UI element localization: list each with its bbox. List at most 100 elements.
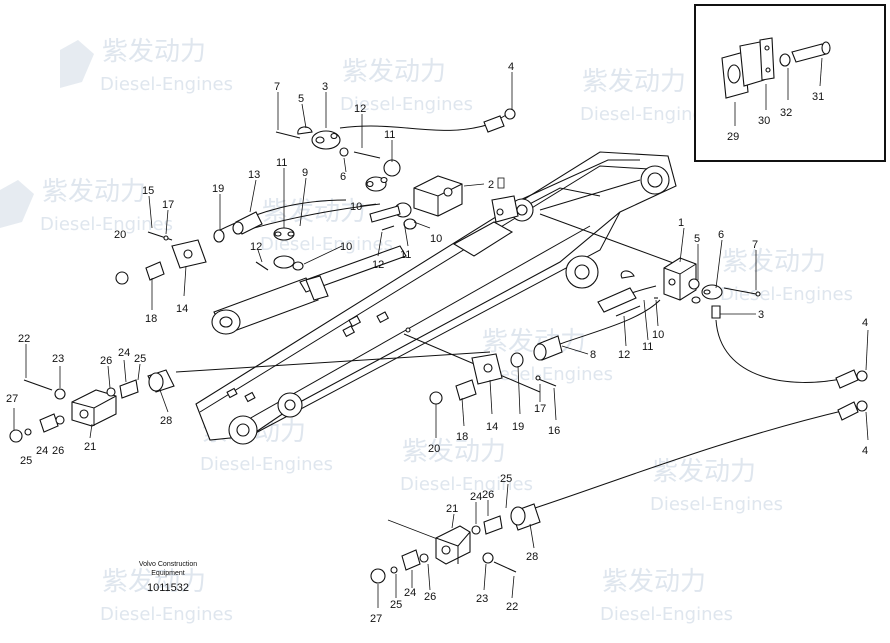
callout-25: 25: [134, 353, 146, 365]
callout-numbers: 4 7 5 3 12 11 6 2 13 11 9 19 15 17 20 10…: [6, 61, 868, 625]
caption-line-2: Equipment: [151, 570, 185, 577]
callout-23: 23: [52, 353, 64, 365]
callout-25: 25: [20, 455, 32, 467]
callout-4: 4: [508, 61, 514, 73]
watermark-en: Diesel-Engines: [200, 454, 333, 475]
watermark-en: Diesel-Engines: [100, 604, 233, 625]
callout-20: 20: [428, 443, 440, 455]
watermark-en: Diesel-Engines: [340, 94, 473, 115]
callout-6: 6: [340, 171, 346, 183]
callout-10: 10: [340, 241, 352, 253]
fittings: [9, 108, 868, 584]
callout-14: 14: [176, 303, 188, 315]
callout-31: 31: [812, 91, 824, 103]
callout-10: 10: [350, 201, 362, 213]
callout-3: 3: [758, 309, 764, 321]
callout-5: 5: [694, 233, 700, 245]
callout-26: 26: [52, 445, 64, 457]
callout-28: 28: [526, 551, 538, 563]
watermark-en: Diesel-Engines: [100, 74, 233, 95]
detail-inset: [694, 4, 886, 162]
callout-18: 18: [145, 313, 157, 325]
callout-12: 12: [618, 349, 630, 361]
watermark-cn: 紫发动力: [102, 37, 206, 67]
callout-1: 1: [678, 217, 684, 229]
callout-10: 10: [430, 233, 442, 245]
leader-lines: [13, 72, 869, 608]
callout-5: 5: [298, 93, 304, 105]
callout-15: 15: [142, 185, 154, 197]
callout-4: 4: [862, 445, 868, 457]
watermark-cn: 紫发动力: [102, 567, 206, 597]
callout-10: 10: [652, 329, 664, 341]
callout-12: 12: [354, 103, 366, 115]
callout-11: 11: [642, 341, 653, 353]
callout-11: 11: [400, 249, 411, 261]
callout-26: 26: [100, 355, 112, 367]
callout-19: 19: [212, 183, 224, 195]
watermark-en: Diesel-Engines: [720, 284, 853, 305]
callout-19: 19: [512, 421, 524, 433]
watermark-en: Diesel-Engines: [580, 104, 713, 125]
watermark-cn: 紫发动力: [602, 567, 706, 597]
callout-16: 16: [548, 425, 560, 437]
callout-3: 3: [322, 81, 328, 93]
document-number: 1011532: [147, 582, 189, 594]
watermark-cn: 紫发动力: [42, 177, 146, 207]
callout-26: 26: [482, 489, 494, 501]
hydraulic-cylinder: [211, 245, 407, 335]
callout-26: 26: [424, 591, 436, 603]
callout-8: 8: [590, 349, 596, 361]
callout-21: 21: [84, 441, 96, 453]
callout-25: 25: [390, 599, 402, 611]
figure-caption: Volvo Construction Equipment 1011532: [139, 561, 197, 594]
watermark-cn: 紫发动力: [722, 247, 826, 277]
hose-lines: [175, 113, 847, 541]
callout-18: 18: [456, 431, 468, 443]
callout-2: 2: [488, 179, 494, 191]
boom-arm: [195, 151, 677, 445]
watermark-cn: 紫发动力: [582, 67, 686, 97]
callout-7: 7: [752, 239, 758, 251]
watermark-en: Diesel-Engines: [260, 234, 393, 255]
callout-22: 22: [18, 333, 30, 345]
watermark-en: Diesel-Engines: [480, 364, 613, 385]
callout-12: 12: [372, 259, 384, 271]
watermark-en: Diesel-Engines: [650, 494, 783, 515]
callout-24: 24: [404, 587, 416, 599]
callout-21: 21: [446, 503, 458, 515]
callout-28: 28: [160, 415, 172, 427]
watermark-cn: 紫发动力: [402, 437, 506, 467]
callout-25: 25: [500, 473, 512, 485]
callout-29: 29: [727, 131, 739, 143]
callout-9: 9: [302, 167, 308, 179]
callout-27: 27: [370, 613, 382, 625]
callout-32: 32: [780, 107, 792, 119]
caption-line-1: Volvo Construction: [139, 561, 197, 568]
callout-24: 24: [36, 445, 48, 457]
callout-20: 20: [114, 229, 126, 241]
watermark-cn: 紫发动力: [342, 57, 446, 87]
callout-17: 17: [162, 199, 174, 211]
watermark-layer: 紫发动力 Diesel-Engines 紫发动力 Diesel-Engines …: [0, 37, 853, 625]
watermark-en: Diesel-Engines: [400, 474, 533, 495]
callout-6: 6: [718, 229, 724, 241]
callout-23: 23: [476, 593, 488, 605]
watermark-en: Diesel-Engines: [600, 604, 733, 625]
callout-27: 27: [6, 393, 18, 405]
callout-13: 13: [248, 169, 260, 181]
callout-11: 11: [384, 129, 395, 141]
callout-17: 17: [534, 403, 546, 415]
callout-14: 14: [486, 421, 498, 433]
callout-24: 24: [118, 347, 130, 359]
callout-30: 30: [758, 115, 770, 127]
watermark-en: Diesel-Engines: [40, 214, 173, 235]
callout-24: 24: [470, 491, 482, 503]
callout-4: 4: [862, 317, 868, 329]
watermark-cn: 紫发动力: [652, 457, 756, 487]
callout-11: 11: [276, 157, 287, 169]
callout-7: 7: [274, 81, 280, 93]
callout-22: 22: [506, 601, 518, 613]
callout-12: 12: [250, 241, 262, 253]
